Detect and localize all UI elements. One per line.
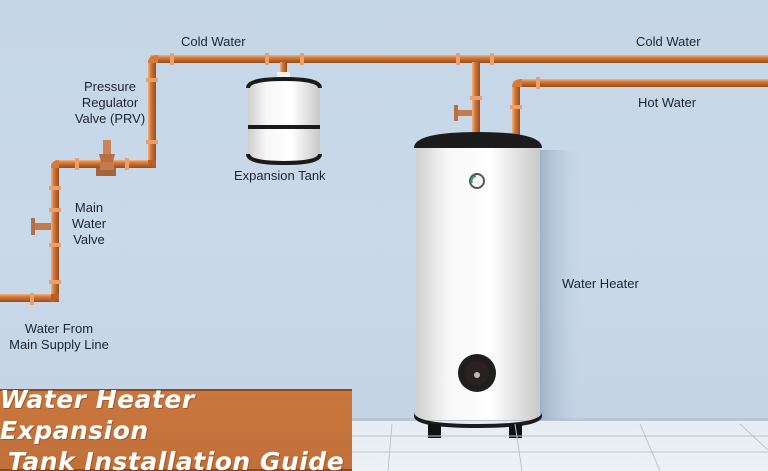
title-line-2: Tank Installation Guide [7,446,345,471]
title-line-1: Water Heater Expansion [0,384,195,445]
label-cold-water-right: Cold Water [636,34,701,49]
floor-tiles [352,423,768,471]
label-main-valve-line1: Main [74,200,104,215]
main-supply-pipe [0,160,61,305]
label-prv-line3: Valve (PRV) [74,111,146,126]
label-hot-water: Hot Water [638,95,697,110]
heater-cold-inlet-pipe [454,53,494,135]
heater-shadow [540,150,585,420]
title-banner: Water Heater Expansion Tank Installation… [0,385,352,471]
label-prv-line1: Pressure [83,79,137,94]
label-supply-line1: Water From [24,321,94,336]
label-prv-line2: Regulator [81,95,139,110]
main-water-valve-icon [31,218,51,235]
label-pressure-regulator-valve: Pressure Regulator Valve (PRV) [72,79,148,127]
label-main-water-valve: Main Water Valve [68,200,110,248]
label-water-heater: Water Heater [562,276,639,291]
pressure-regulator-valve-icon [96,140,116,176]
hot-water-pipe [510,77,768,135]
label-cold-water-left: Cold Water [181,34,246,49]
label-main-valve-line2: Water [71,216,107,231]
label-supply-line2: Main Supply Line [9,337,109,352]
label-main-valve-line3: Valve [73,232,105,247]
water-heater-icon [414,132,542,438]
expansion-tank-icon [246,62,322,166]
label-water-from-main-supply: Water From Main Supply Line [0,321,118,353]
label-expansion-tank: Expansion Tank [234,168,326,183]
